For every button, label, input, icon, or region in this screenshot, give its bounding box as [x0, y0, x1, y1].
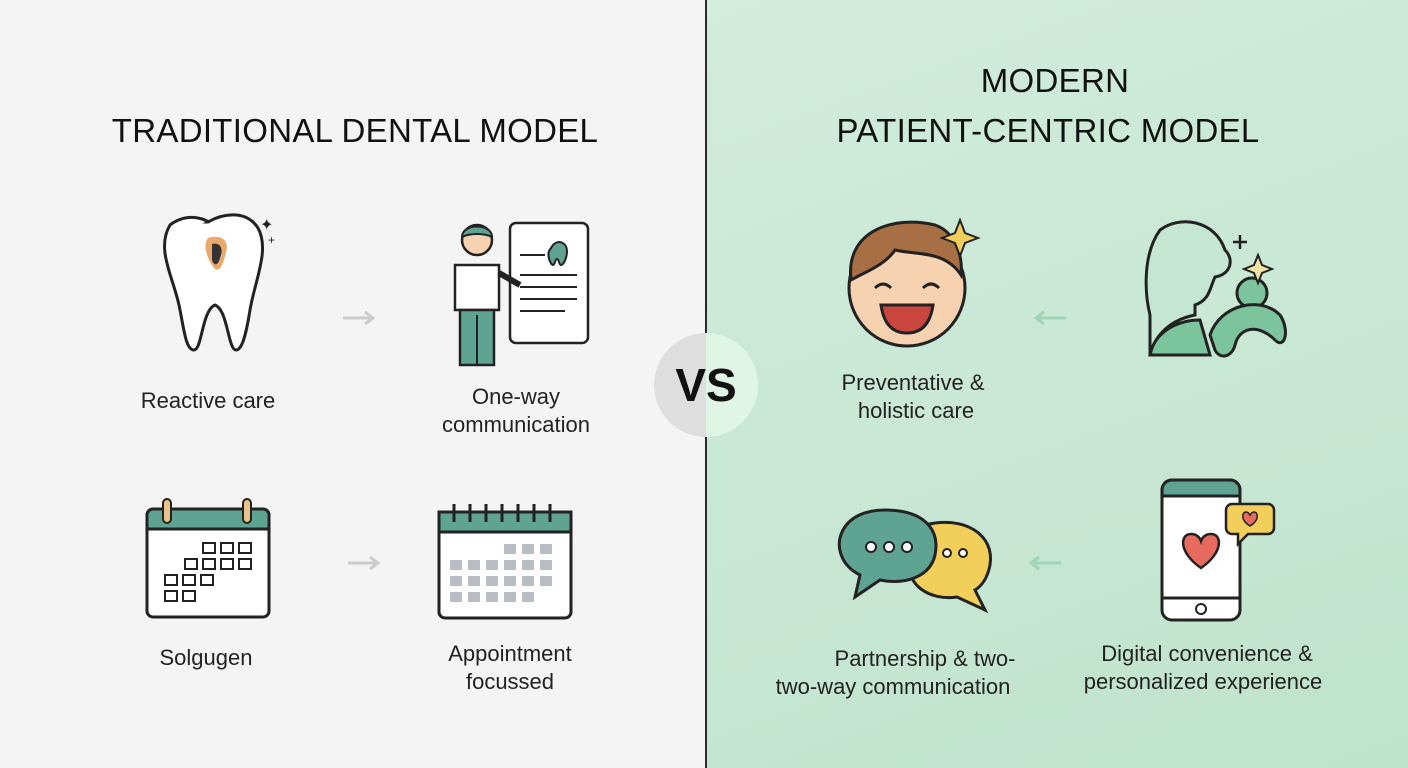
- modern-title-line2: PATIENT-CENTRIC MODEL: [836, 112, 1260, 149]
- appointment-label-line1: Appointment: [448, 641, 572, 666]
- arrow-left-icon: [1033, 310, 1066, 326]
- traditional-panel: [0, 0, 706, 768]
- caring-people-icon: [1144, 220, 1287, 358]
- one-way-label-line1: One-way: [471, 384, 561, 409]
- preventative-label-line1: Preventative &: [841, 370, 985, 395]
- solgugen-label: Solgugen: [159, 645, 253, 670]
- modern-title-line1: MODERN: [980, 62, 1130, 99]
- smartphone-heart-icon: [1160, 478, 1276, 622]
- svg-text:✦: ✦: [260, 217, 273, 234]
- smiling-face-icon: [847, 217, 981, 348]
- chat-bubbles-icon: [837, 508, 993, 614]
- preventative-label-line2: holistic care: [857, 398, 975, 423]
- arrow-right-icon: [348, 555, 381, 571]
- calendar-icon: [145, 498, 271, 619]
- digital-label-line1: Digital convenience &: [1101, 641, 1313, 666]
- partnership-label-line2: two-way communication: [775, 674, 1011, 699]
- arrow-right-icon: [343, 310, 376, 326]
- one-way-label-line2: communication: [442, 412, 590, 437]
- arrow-left-icon: [1028, 555, 1061, 571]
- digital-label-line2: personalized experience: [1083, 669, 1323, 694]
- appointment-label-line2: focussed: [465, 669, 555, 694]
- partnership-label-line1: Partnership & two-: [834, 646, 1016, 671]
- reactive-care-label: Reactive care: [140, 388, 276, 413]
- calendar-grid-icon: [437, 504, 573, 620]
- vs-badge: VS: [654, 333, 758, 437]
- doctor-presenting-icon: [453, 221, 590, 367]
- traditional-title: TRADITIONAL DENTAL MODEL: [111, 112, 599, 149]
- svg-text:+: +: [268, 233, 275, 247]
- decayed-tooth-icon: ✦+: [163, 213, 275, 352]
- modern-panel: [706, 0, 1408, 768]
